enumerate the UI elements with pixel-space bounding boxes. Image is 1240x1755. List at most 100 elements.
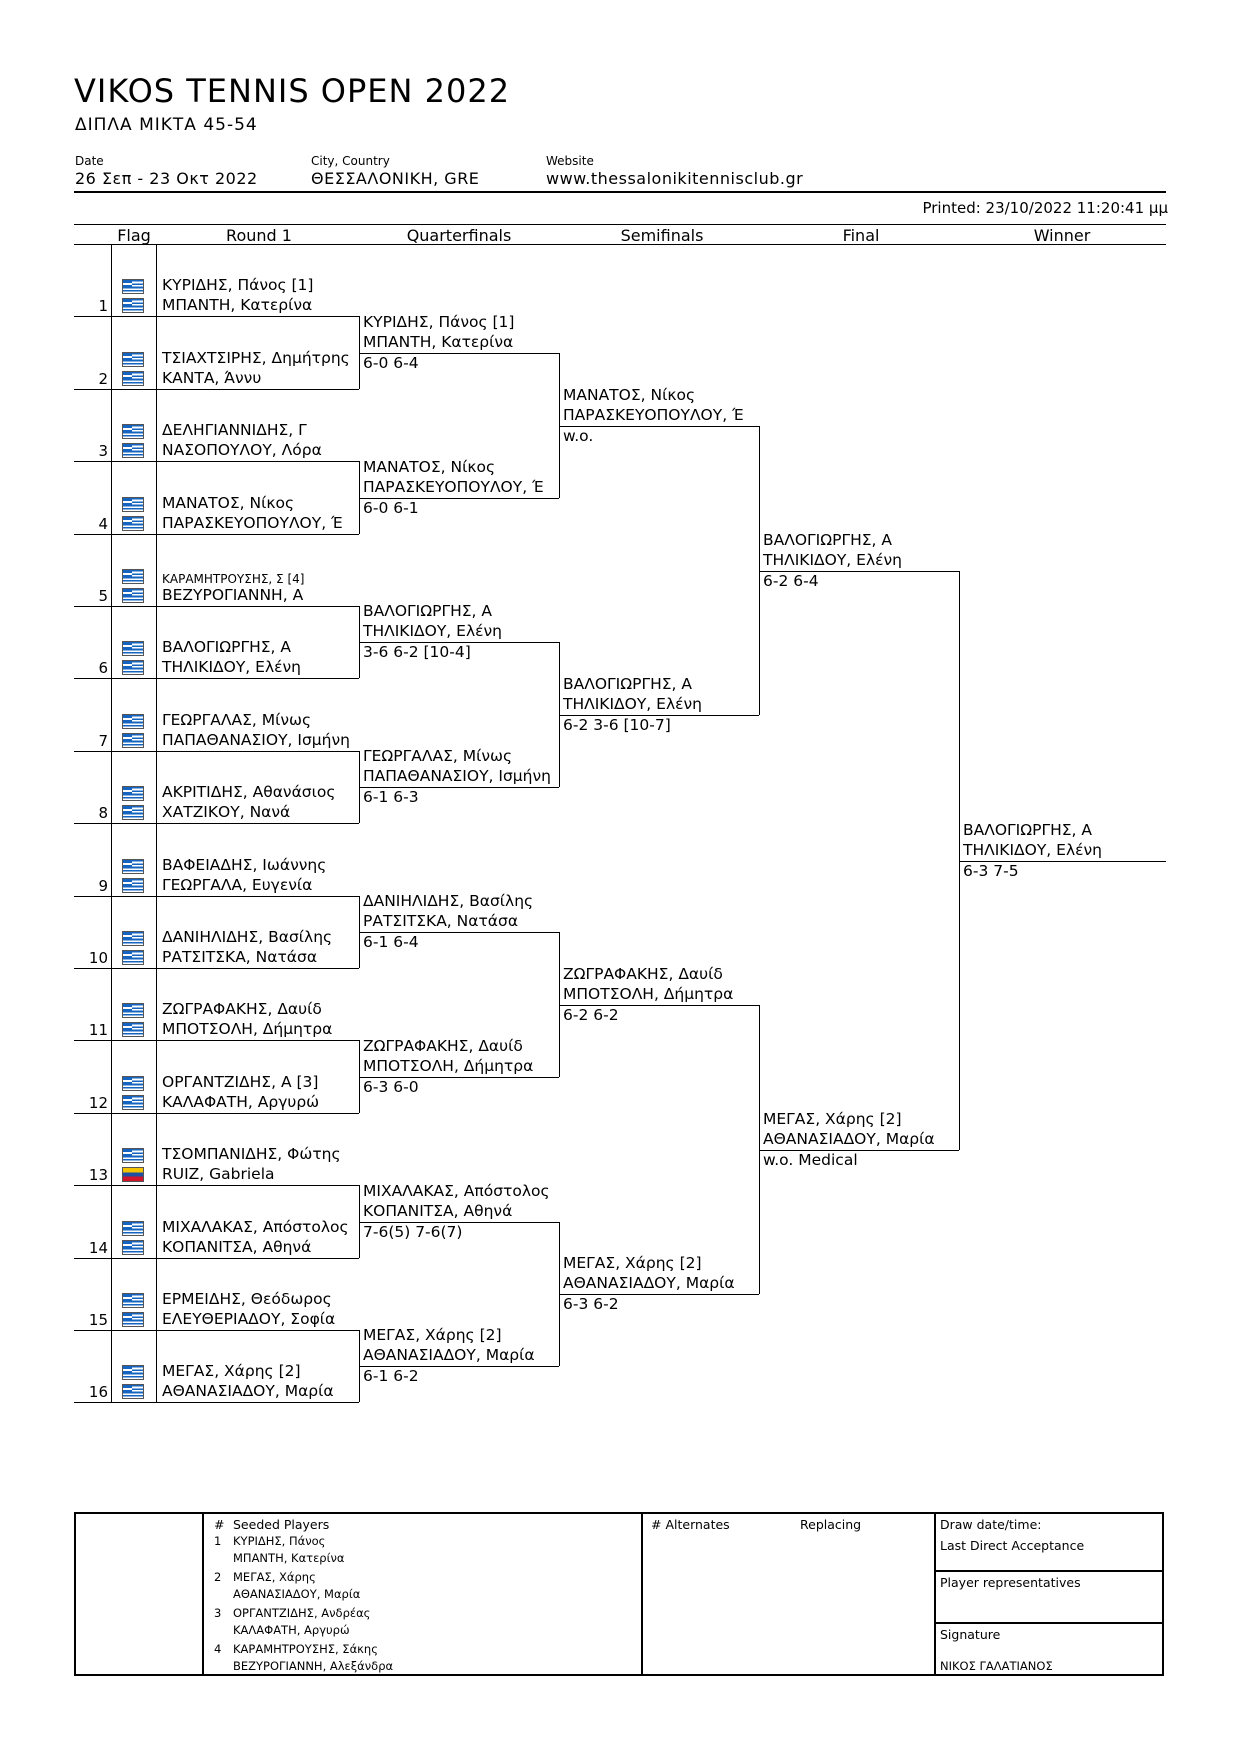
player-name: ΔΕΛΗΓΙΑΝΝΙΔΗΣ, Γ: [162, 421, 307, 439]
qf-score: 6-1 6-4: [363, 933, 419, 951]
col-final: Final: [842, 226, 880, 245]
qf-score: 6-0 6-1: [363, 499, 419, 517]
seeded-player: ΚΑΡΑΜΗΤΡΟΥΣΗΣ, Σάκης: [233, 1642, 378, 1656]
footer-divider-2: [641, 1512, 643, 1676]
sf-line: [559, 1294, 759, 1295]
round1-line: [74, 1185, 359, 1186]
flag-icon: [122, 1240, 144, 1255]
player-name: ΟΡΓΑΝΤΖΙΔΗΣ, Α [3]: [162, 1073, 319, 1091]
col-round1: Round 1: [226, 226, 292, 245]
footer-hrule-2: [934, 1622, 1164, 1624]
draw-position-number: 5: [98, 587, 108, 605]
final-partner: ΑΘΑΝΑΣΙΑΔΟΥ, Μαρία: [763, 1130, 935, 1148]
qf-score: 6-1 6-2: [363, 1367, 419, 1385]
partner-name: ΓΕΩΡΓΑΛΑ, Ευγενία: [162, 876, 313, 894]
seeded-title: Seeded Players: [233, 1517, 330, 1532]
alternates-label: # Alternates: [651, 1517, 730, 1532]
player-name: ΑΚΡΙΤΙΔΗΣ, Αθανάσιος: [162, 783, 336, 801]
flag-icon: [122, 950, 144, 965]
partner-name: ΚΟΠΑΝΙΤΣΑ, Αθηνά: [162, 1238, 312, 1256]
partner-name: ΚΑΛΑΦΑΤΗ, Αργυρώ: [162, 1093, 320, 1111]
seeded-player: ΚΑΛΑΦΑΤΗ, Αργυρώ: [233, 1623, 350, 1637]
player-name: ΜΕΓΑΣ, Χάρης [2]: [162, 1362, 301, 1380]
qf-line: [359, 787, 559, 788]
replacing-label: Replacing: [800, 1517, 862, 1532]
header-divider: [74, 191, 1166, 193]
partner-name: ΑΘΑΝΑΣΙΑΔΟΥ, Μαρία: [162, 1382, 334, 1400]
player-name: ΕΡΜΕΙΔΗΣ, Θεόδωρος: [162, 1290, 332, 1308]
round1-line: [74, 678, 359, 679]
flag-icon: [122, 1003, 144, 1018]
final-score: 6-2 6-4: [763, 572, 819, 590]
qf-line: [359, 932, 559, 933]
flag-icon: [122, 1167, 144, 1182]
seed-number: 1: [214, 1534, 222, 1548]
qf-line: [359, 1222, 559, 1223]
partner-name: ΝΑΣΟΠΟΥΛΟΥ, Λόρα: [162, 441, 322, 459]
qf-line: [359, 642, 559, 643]
flag-icon: [122, 516, 144, 531]
columns-top-rule: [74, 224, 1166, 225]
city-value: ΘΕΣΣΑΛΟΝΙΚΗ, GRE: [311, 169, 480, 188]
qf-player: ΖΩΓΡΑΦΑΚΗΣ, Δαυίδ: [363, 1037, 523, 1055]
partner-name: ΡΑΤΣΙΤΣΚΑ, Νατάσα: [162, 948, 318, 966]
round1-line: [74, 1258, 359, 1259]
final-line: [759, 1150, 959, 1151]
sf-score: w.o.: [563, 427, 594, 445]
flag-icon: [122, 1221, 144, 1236]
qf-line: [359, 1366, 559, 1367]
qf-partner: ΜΠΟΤΣΟΛΗ, Δήμητρα: [363, 1057, 534, 1075]
draw-position-number: 16: [88, 1383, 108, 1401]
flag-icon: [122, 1384, 144, 1399]
round1-line: [74, 1040, 359, 1041]
winner-line: [959, 861, 1166, 862]
sf-connector: [559, 353, 560, 498]
final-line: [759, 571, 959, 572]
round1-line: [74, 896, 359, 897]
round1-line: [74, 534, 359, 535]
round1-line: [74, 606, 359, 607]
flag-icon: [122, 878, 144, 893]
round1-line: [74, 823, 359, 824]
flag-icon: [122, 443, 144, 458]
footer-panel: [74, 1512, 1164, 1676]
flag-icon: [122, 424, 144, 439]
draw-position-number: 3: [98, 442, 108, 460]
round1-line: [74, 316, 359, 317]
flag-icon: [122, 298, 144, 313]
qf-score: 6-0 6-4: [363, 354, 419, 372]
round1-line: [74, 461, 359, 462]
flag-icon: [122, 497, 144, 512]
partner-name: ΒΕΖΥΡΟΓΙΑΝΝΗ, Α: [162, 586, 304, 604]
winner-score: 6-3 7-5: [963, 862, 1019, 880]
sf-score: 6-2 6-2: [563, 1006, 619, 1024]
final-partner: ΤΗΛΙΚΙΔΟΥ, Ελένη: [763, 551, 902, 569]
qf-connector: [359, 1185, 360, 1258]
sf-partner: ΠΑΡΑΣΚΕΥΟΠΟΥΛΟΥ, Έ: [563, 406, 744, 424]
winner-connector: [959, 571, 960, 1150]
col-winner: Winner: [1033, 226, 1091, 245]
sf-line: [559, 715, 759, 716]
flag-icon: [122, 1293, 144, 1308]
flag-icon: [122, 1022, 144, 1037]
footer-divider-3: [934, 1512, 936, 1676]
sf-score: 6-3 6-2: [563, 1295, 619, 1313]
qf-score: 6-1 6-3: [363, 788, 419, 806]
player-name: ΚΥΡΙΔΗΣ, Πάνος [1]: [162, 276, 314, 294]
player-name: ΔΑΝΙΗΛΙΔΗΣ, Βασίλης: [162, 928, 333, 946]
sf-connector: [559, 932, 560, 1077]
footer-hrule-1: [934, 1570, 1164, 1572]
sf-score: 6-2 3-6 [10-7]: [563, 716, 671, 734]
signature-label: Signature: [940, 1627, 1001, 1642]
final-score: w.o. Medical: [763, 1151, 858, 1169]
qf-line: [359, 498, 559, 499]
seeded-player: ΒΕΖΥΡΟΓΙΑΝΝΗ, Αλεξάνδρα: [233, 1659, 394, 1673]
player-name: ΤΣΙΑΧΤΣΙΡΗΣ, Δημήτρης: [162, 349, 350, 367]
date-value: 26 Σεπ - 23 Οκτ 2022: [75, 169, 258, 188]
flag-icon: [122, 641, 144, 656]
draw-position-number: 6: [98, 659, 108, 677]
round1-line: [74, 1113, 359, 1114]
draw-position-number: 15: [88, 1311, 108, 1329]
draw-position-number: 12: [88, 1094, 108, 1112]
event-subtitle: ΔΙΠΛΑ ΜΙΚΤΑ 45-54: [75, 115, 258, 135]
